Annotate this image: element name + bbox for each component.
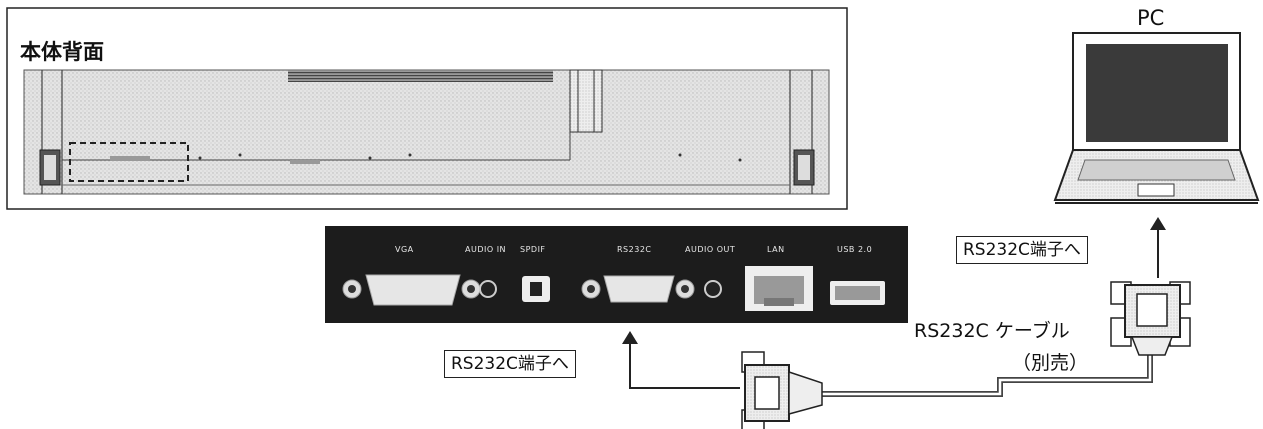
pc-laptop-icon bbox=[1053, 32, 1260, 204]
audio-in-port bbox=[479, 280, 497, 298]
port-label-usb: USB 2.0 bbox=[837, 245, 873, 254]
pc-label: PC bbox=[1137, 6, 1165, 30]
terminal-area-highlight bbox=[69, 142, 189, 182]
spdif-port bbox=[522, 276, 550, 302]
rear-panel-title: 本体背面 bbox=[20, 40, 104, 64]
callout-pc-port: RS232C端子へ bbox=[956, 236, 1088, 264]
vga-port bbox=[342, 274, 481, 306]
terminal-strip bbox=[325, 226, 908, 323]
cable-note: （別売） bbox=[1012, 352, 1089, 374]
port-label-spdif: SPDIF bbox=[520, 245, 546, 254]
arrow-to-display bbox=[622, 331, 740, 389]
cable-connector-display-end bbox=[741, 351, 823, 429]
port-label-vga: VGA bbox=[395, 245, 414, 254]
cable-connector-pc-end bbox=[1110, 281, 1191, 356]
port-label-audio-out: AUDIO OUT bbox=[685, 245, 736, 254]
arrow-to-pc bbox=[1150, 217, 1166, 278]
usb-port bbox=[830, 281, 885, 305]
port-label-lan: LAN bbox=[767, 245, 785, 254]
lan-port bbox=[745, 266, 813, 311]
cable-name: RS232C ケーブル bbox=[914, 320, 1070, 342]
rs232c-cable bbox=[741, 281, 1191, 429]
port-label-audio-in: AUDIO IN bbox=[465, 245, 507, 254]
audio-out-port bbox=[704, 280, 722, 298]
port-label-rs232c: RS232C bbox=[617, 245, 652, 254]
rs232c-port bbox=[581, 275, 695, 303]
rear-panel bbox=[6, 7, 848, 210]
callout-display-port: RS232C端子へ bbox=[444, 350, 576, 378]
